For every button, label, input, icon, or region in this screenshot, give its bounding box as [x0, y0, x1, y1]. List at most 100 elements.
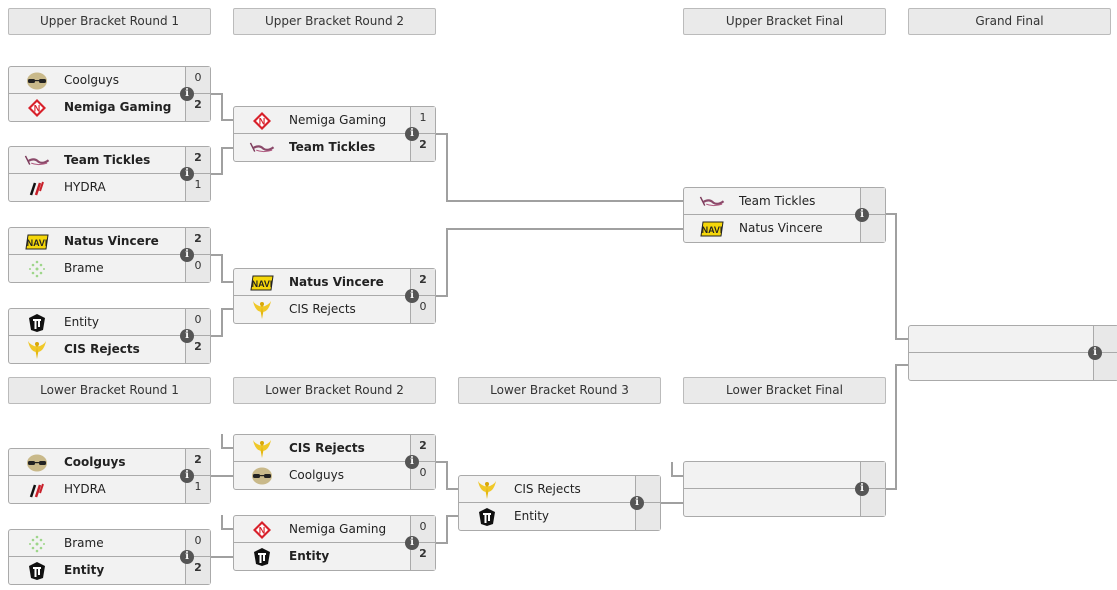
info-icon[interactable]: i: [180, 329, 194, 343]
team-name[interactable]: CIS Rejects: [514, 482, 581, 496]
team-score: 2: [410, 543, 435, 570]
team-name[interactable]: Team Tickles: [289, 140, 376, 154]
team-slot[interactable]: [909, 353, 1117, 380]
connector: [210, 147, 234, 175]
team-slot[interactable]: Team Tickles: [684, 188, 885, 215]
team-slot[interactable]: Brame 0: [9, 530, 210, 557]
team-slot[interactable]: NAVI Natus Vincere: [684, 215, 885, 242]
team-name[interactable]: Entity: [64, 315, 100, 329]
info-icon[interactable]: i: [855, 482, 869, 496]
info-icon[interactable]: i: [180, 550, 194, 564]
header-lb-round-3: Lower Bracket Round 3: [458, 377, 661, 404]
connector: [435, 228, 684, 297]
team-name[interactable]: Nemiga Gaming: [64, 100, 172, 114]
info-icon[interactable]: i: [405, 536, 419, 550]
team-slot[interactable]: [909, 326, 1117, 353]
team-name[interactable]: Nemiga Gaming: [289, 113, 387, 127]
team-slot[interactable]: Entity: [459, 503, 660, 530]
nemiga-logo-icon: N: [249, 111, 275, 130]
team-name[interactable]: Team Tickles: [64, 153, 151, 167]
team-name[interactable]: Brame: [64, 536, 104, 550]
team-slot[interactable]: N Nemiga Gaming 1: [234, 107, 435, 134]
team-name[interactable]: Team Tickles: [739, 194, 816, 208]
navi-logo-icon: NAVI: [24, 233, 50, 250]
team-name[interactable]: Brame: [64, 261, 104, 275]
info-icon[interactable]: i: [180, 87, 194, 101]
team-name[interactable]: Natus Vincere: [64, 234, 159, 248]
team-name[interactable]: Coolguys: [64, 73, 119, 87]
team-name[interactable]: HYDRA: [64, 180, 106, 194]
team-name[interactable]: CIS Rejects: [289, 441, 365, 455]
info-icon[interactable]: i: [855, 208, 869, 222]
info-icon[interactable]: i: [405, 127, 419, 141]
coolguys-logo-icon: [249, 467, 275, 484]
brame-logo-icon: [24, 535, 50, 552]
team-name[interactable]: Coolguys: [64, 455, 126, 469]
brame-logo-icon: [24, 260, 50, 277]
team-name[interactable]: Entity: [514, 509, 550, 523]
team-slot[interactable]: Entity 2: [234, 543, 435, 570]
connector: [210, 93, 234, 121]
team-slot[interactable]: [684, 489, 885, 516]
info-icon[interactable]: i: [1088, 346, 1102, 360]
connector: [671, 462, 684, 477]
info-icon[interactable]: i: [180, 248, 194, 262]
team-name[interactable]: Entity: [289, 549, 330, 563]
team-name[interactable]: Entity: [64, 563, 105, 577]
tickles-logo-icon: [24, 152, 50, 169]
svg-text:NAVI: NAVI: [252, 279, 273, 289]
team-name[interactable]: Natus Vincere: [739, 221, 823, 235]
info-icon[interactable]: i: [405, 455, 419, 469]
team-name[interactable]: CIS Rejects: [64, 342, 140, 356]
info-icon[interactable]: i: [630, 496, 644, 510]
info-icon[interactable]: i: [180, 167, 194, 181]
coolguys-logo-icon: [24, 72, 50, 89]
header-ub-final: Upper Bracket Final: [683, 8, 886, 35]
team-name[interactable]: Natus Vincere: [289, 275, 384, 289]
nemiga-logo-icon: N: [24, 98, 50, 117]
connector: [210, 308, 234, 337]
connector: [435, 461, 459, 490]
navi-logo-icon: NAVI: [699, 220, 725, 237]
team-name[interactable]: HYDRA: [64, 482, 106, 496]
connector: [435, 515, 459, 544]
svg-text:NAVI: NAVI: [27, 238, 48, 248]
cis-logo-icon: [474, 480, 500, 499]
team-name[interactable]: CIS Rejects: [289, 302, 356, 316]
team-name[interactable]: Coolguys: [289, 468, 344, 482]
team-score: 1: [410, 107, 435, 133]
hydra-logo-icon: [24, 179, 50, 196]
team-name[interactable]: Nemiga Gaming: [289, 522, 387, 536]
team-score: 0: [185, 530, 210, 556]
entity-logo-icon: [24, 313, 50, 332]
info-icon[interactable]: i: [180, 469, 194, 483]
info-icon[interactable]: i: [405, 289, 419, 303]
tickles-logo-icon: [699, 193, 725, 210]
